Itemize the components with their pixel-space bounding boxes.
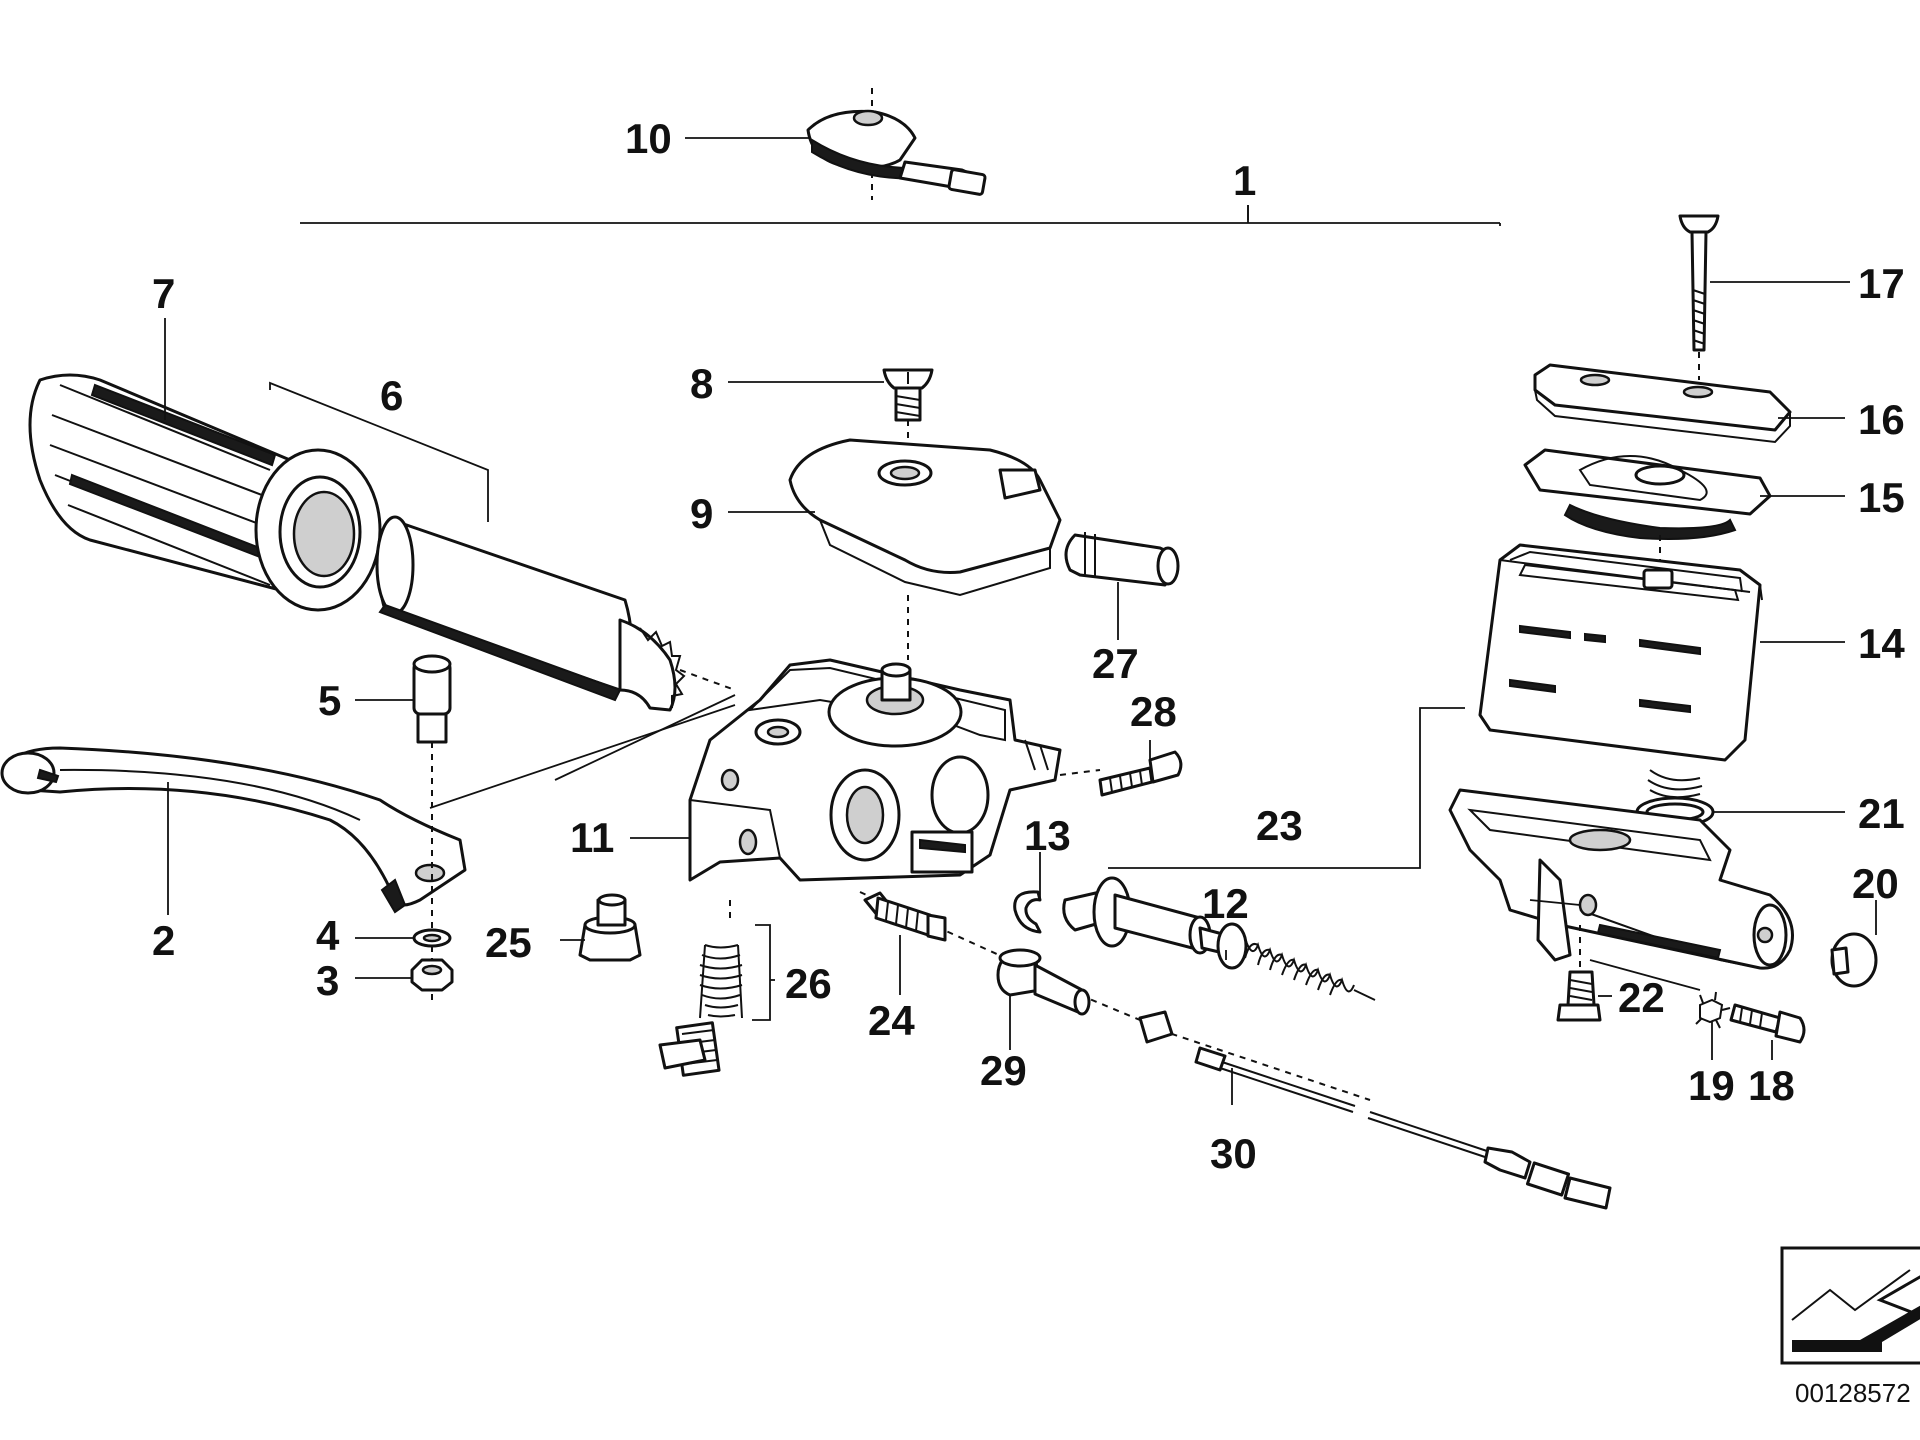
callout-23: 23 (1256, 802, 1303, 849)
assembly-line-1 (300, 205, 1501, 226)
callout-2: 2 (152, 917, 175, 964)
callout-19: 19 (1688, 1062, 1735, 1109)
leader-23-path (1108, 707, 1465, 869)
part-2-brake-lever (0, 746, 467, 914)
part-17-long-screw (1678, 214, 1720, 380)
part-14-fluid-reservoir (1478, 543, 1763, 762)
part-7-grip-rubber (28, 373, 382, 612)
callout-25: 25 (485, 919, 532, 966)
part-20-end-cap (1830, 932, 1878, 988)
callout-10: 10 (625, 115, 672, 162)
leader-lines (164, 137, 1877, 1105)
diagram-reference-number: 00128572 (1795, 1378, 1911, 1408)
part-26-spring-bolt (658, 944, 743, 1077)
callout-27: 27 (1092, 640, 1139, 687)
callout-22: 22 (1618, 974, 1665, 1021)
callout-15: 15 (1858, 474, 1905, 521)
callout-13: 13 (1024, 812, 1071, 859)
part-13-circlip (1013, 890, 1042, 934)
callout-16: 16 (1858, 396, 1905, 443)
callout-24: 24 (868, 997, 915, 1044)
callout-9: 9 (690, 490, 713, 537)
part-6-throttle-tube (375, 515, 686, 712)
callout-29: 29 (980, 1047, 1027, 1094)
part-18-screw (1729, 1003, 1806, 1044)
part-22-screw (1556, 925, 1602, 1022)
callout-14: 14 (1858, 620, 1905, 667)
part-5-pivot-bolt (412, 654, 452, 1000)
part-30-cable (1138, 1010, 1612, 1210)
part-28-bolt (1098, 750, 1183, 797)
part-11-lever-housing (688, 658, 1062, 882)
part-8-screw (882, 368, 934, 455)
callout-4: 4 (316, 912, 340, 959)
callout-30: 30 (1210, 1130, 1257, 1177)
part-16-reservoir-cap (1533, 363, 1792, 444)
part-10-switch (806, 88, 987, 200)
callout-7: 7 (152, 270, 175, 317)
part-3-nut (410, 958, 454, 992)
callout-3: 3 (316, 957, 339, 1004)
callout-21: 21 (1858, 790, 1905, 837)
part-29-cable-adjuster (996, 948, 1091, 1016)
corner-symbol: 00128572 (1780, 1246, 1920, 1408)
callout-8: 8 (690, 360, 713, 407)
callout-18: 18 (1748, 1062, 1795, 1109)
master-cylinder-body (1448, 788, 1794, 991)
callout-26: 26 (785, 960, 832, 1007)
callout-17: 17 (1858, 260, 1905, 307)
part-9-switch-cover (788, 438, 1062, 660)
callout-11: 11 (570, 814, 614, 861)
callout-5: 5 (318, 677, 341, 724)
part-27-rubber-boot (1064, 532, 1180, 587)
part-4-washer (412, 928, 452, 948)
callouts: 1 2 3 4 5 6 7 8 9 10 11 12 13 14 15 16 1… (152, 115, 1905, 1177)
callout-28: 28 (1130, 688, 1177, 735)
callout-6: 6 (380, 372, 403, 419)
part-24-brake-light-switch (863, 891, 947, 942)
callout-12: 12 (1202, 880, 1249, 927)
leader-6-bracket (269, 381, 489, 522)
callout-1: 1 (1233, 157, 1256, 204)
part-12-piston-spring (1062, 876, 1376, 1001)
callout-20: 20 (1852, 860, 1899, 907)
part-19-lock-washer (1695, 991, 1731, 1029)
part-25-plug (578, 893, 642, 962)
